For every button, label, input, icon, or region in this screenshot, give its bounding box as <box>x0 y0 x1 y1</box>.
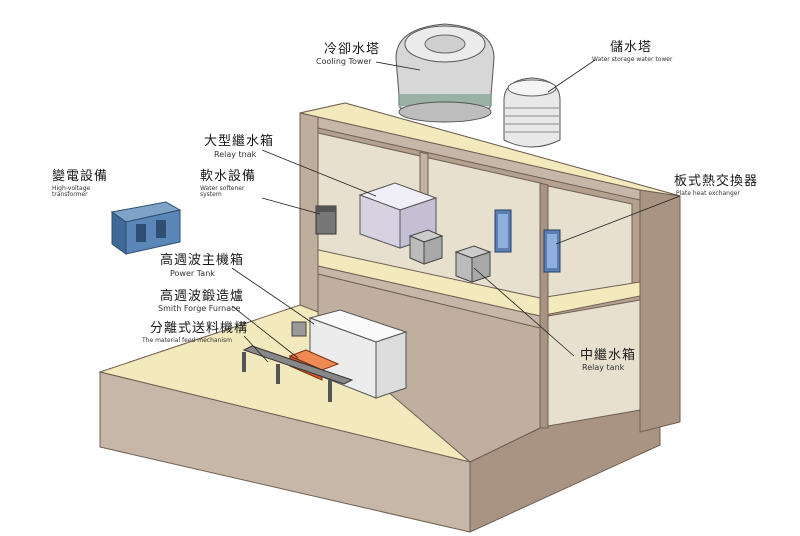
power-tank-label-en: Power Tank <box>170 269 215 278</box>
small-tank-2 <box>454 245 492 283</box>
cooling-tower <box>395 23 495 123</box>
power-tank-label-zh: 高週波主機箱 <box>160 253 245 268</box>
transformer <box>110 201 182 255</box>
heat-exchanger-label-en: Plate heat exchanger <box>676 190 740 197</box>
storage-tower-label-zh: 儲水塔 <box>610 40 653 55</box>
water-softener <box>315 205 337 235</box>
feed-mechanism-label-en: The material feed mechanism <box>142 337 232 344</box>
mid-relay-tank-label-en: Relay tank <box>582 363 625 372</box>
softener-label-en: Water softener system <box>200 185 245 198</box>
large-relay-tank-label-en: Relay tnak <box>214 150 257 159</box>
large-relay-tank-label-zh: 大型繼水箱 <box>204 134 275 149</box>
heat-exchanger-1 <box>494 209 512 253</box>
cooling-tower-label-zh: 冷卻水塔 <box>324 42 381 57</box>
cooling-tower-label-en: Cooling Tower <box>316 57 372 66</box>
transformer-label-en: High-voltage transformer <box>52 185 91 198</box>
forge-furnace-label-en: Smith Forge Furnace <box>158 304 241 313</box>
feed-mechanism-label-zh: 分離式送料機構 <box>150 321 249 336</box>
leader-lines <box>231 59 681 363</box>
transformer-label-zh: 變電設備 <box>52 169 109 184</box>
heat-exchanger-2 <box>543 229 561 273</box>
softener-label-zh: 軟水設備 <box>200 169 257 184</box>
storage-tower-label-en: Water storage water tower <box>592 56 673 63</box>
forge-furnace-label-zh: 高週波鍛造爐 <box>160 289 245 304</box>
water-storage-tower <box>503 77 561 148</box>
mid-relay-tank-label-zh: 中繼水箱 <box>580 348 637 363</box>
feed-mechanism <box>242 345 354 402</box>
heat-exchanger-label-zh: 板式熱交換器 <box>674 174 759 189</box>
small-tank-1 <box>408 229 444 265</box>
